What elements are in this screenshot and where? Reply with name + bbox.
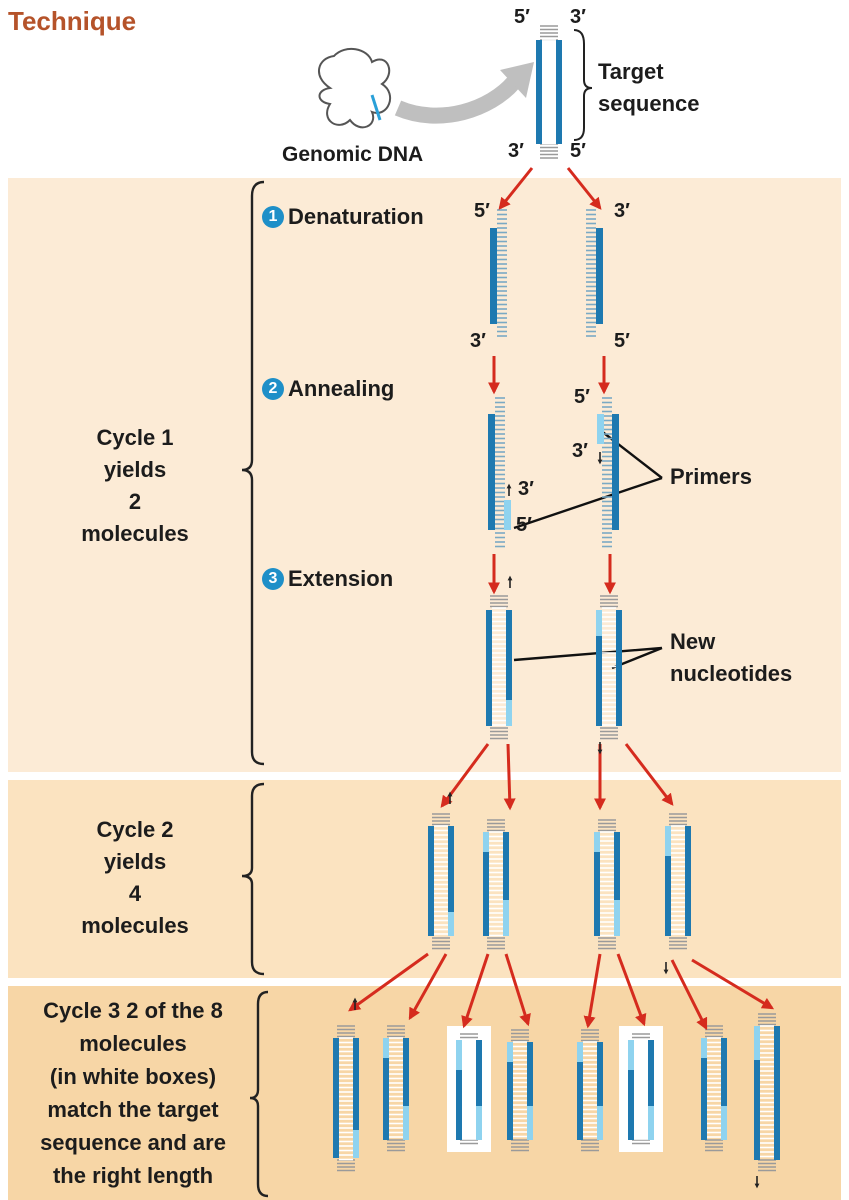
cycle-1-line: molecules bbox=[81, 521, 189, 546]
cycle-3-brace bbox=[249, 990, 269, 1198]
step-1-label: Denaturation bbox=[288, 204, 424, 229]
cycle-3-label: Cycle 3 2 of the 8 molecules (in white b… bbox=[8, 994, 258, 1192]
arrow-denat-left bbox=[498, 167, 534, 210]
cycle-1-brace bbox=[241, 180, 265, 766]
cycle-2-brace bbox=[241, 782, 265, 976]
target-duplex bbox=[536, 25, 562, 159]
cycle-1-line: yields bbox=[103, 457, 167, 482]
denat-left-3prime: 3′ bbox=[470, 330, 486, 352]
left-primer bbox=[504, 500, 511, 530]
cycle-1-line: 2 bbox=[128, 489, 142, 514]
genomic-target-highlight bbox=[370, 94, 382, 121]
anneal-right-primer-3prime: 3′ bbox=[572, 440, 588, 462]
arrow-c3-3 bbox=[461, 953, 490, 1029]
cycle3-duplex-8 bbox=[754, 1013, 780, 1172]
grey-arrow-head bbox=[500, 62, 534, 98]
new-nucleotides-pointer-lines bbox=[513, 646, 663, 670]
cycle-2-label: Cycle 2 yields 4 molecules bbox=[40, 814, 230, 942]
cycle3-duplex-4 bbox=[507, 1029, 533, 1152]
extension-left-duplex bbox=[486, 595, 512, 740]
target-bottom-5prime: 5′ bbox=[570, 140, 586, 162]
denat-right-strand bbox=[586, 209, 603, 337]
anneal-right-strand bbox=[602, 397, 619, 548]
cycle2-duplex-2 bbox=[483, 819, 509, 950]
arrow-c3-1 bbox=[348, 952, 429, 1012]
cycle-3-line: sequence and are bbox=[40, 1130, 226, 1155]
step-denaturation: 1 Denaturation bbox=[262, 204, 424, 230]
cycle3-duplex-5 bbox=[577, 1029, 603, 1152]
new-nucleotides-line1: New bbox=[670, 629, 716, 654]
cycle3-duplex-7 bbox=[701, 1025, 727, 1152]
cycle3-duplex-6 bbox=[628, 1033, 654, 1145]
genomic-dna-squiggle bbox=[318, 47, 392, 129]
anneal-left-primer-3prime: 3′ bbox=[518, 478, 534, 500]
arrow-c3-4 bbox=[504, 953, 531, 1027]
anneal-left-primer-5prime: 5′ bbox=[516, 514, 532, 536]
primers-label: Primers bbox=[670, 464, 752, 489]
denat-left-strand bbox=[490, 209, 507, 337]
cycle-1-line: Cycle 1 bbox=[96, 425, 174, 450]
step-2-label: Annealing bbox=[288, 376, 395, 401]
step-2-badge: 2 bbox=[262, 378, 284, 400]
target-bottom-3prime: 3′ bbox=[508, 140, 524, 162]
cycle-2-line: yields bbox=[103, 849, 167, 874]
target-bracket bbox=[573, 29, 593, 141]
page-title: Technique bbox=[8, 6, 137, 36]
primers-pointer-lines bbox=[513, 429, 663, 530]
cycle-2-line: Cycle 2 bbox=[96, 817, 174, 842]
genomic-dna-label: Genomic DNA bbox=[282, 143, 424, 166]
cycle-3-line: molecules bbox=[79, 1031, 187, 1056]
denat-left-5prime: 5′ bbox=[474, 200, 490, 222]
cycle2-duplex-1 bbox=[428, 813, 454, 950]
cycle-1-band bbox=[8, 178, 841, 772]
anneal-right-5prime: 5′ bbox=[574, 386, 590, 408]
denat-right-3prime: 3′ bbox=[614, 200, 630, 222]
cycle3-duplex-2 bbox=[383, 1025, 409, 1152]
right-primer bbox=[597, 414, 604, 444]
cycle-2-band bbox=[8, 780, 841, 978]
new-nucleotides-label: New nucleotides bbox=[670, 626, 792, 690]
arrow-c2-1 bbox=[440, 743, 490, 808]
arrow-c3-5 bbox=[583, 953, 602, 1029]
target-top-3prime: 3′ bbox=[570, 6, 586, 28]
arrow-c3-6 bbox=[616, 953, 647, 1027]
step-1-badge: 1 bbox=[262, 206, 284, 228]
arrow-c3-8 bbox=[691, 958, 775, 1010]
step-extension: 3 Extension bbox=[262, 566, 393, 592]
target-label-line2: sequence bbox=[598, 91, 700, 116]
anneal-left-strand bbox=[488, 397, 505, 548]
arrow-c3-7 bbox=[670, 959, 708, 1031]
step-annealing: 2 Annealing bbox=[262, 376, 394, 402]
grey-curved-arrow bbox=[394, 76, 521, 124]
arrow-c3-2 bbox=[408, 953, 448, 1021]
denat-right-5prime: 5′ bbox=[614, 330, 630, 352]
step-3-label: Extension bbox=[288, 566, 394, 591]
target-label-line1: Target bbox=[598, 59, 664, 84]
extension-right-duplex bbox=[596, 595, 622, 740]
arrow-c2-4 bbox=[624, 743, 674, 806]
cycle-3-line: Cycle 3 2 of the 8 bbox=[43, 998, 223, 1023]
arrow-denat-right bbox=[566, 167, 602, 210]
cycle3-duplex-1 bbox=[333, 1025, 359, 1172]
arrow-c2-2 bbox=[503, 743, 516, 811]
cycle-3-line: (in white boxes) bbox=[49, 1064, 217, 1089]
target-top-5prime: 5′ bbox=[514, 6, 530, 28]
cycle-2-line: 4 bbox=[128, 881, 142, 906]
cycle-3-line: the right length bbox=[52, 1163, 214, 1188]
cycle-3-line: match the target bbox=[47, 1097, 219, 1122]
cycle2-duplex-4 bbox=[665, 813, 691, 950]
cycle2-duplex-3 bbox=[594, 819, 620, 950]
target-sequence-label: Target sequence bbox=[598, 56, 700, 120]
new-nucleotides-line2: nucleotides bbox=[670, 661, 793, 686]
step-3-badge: 3 bbox=[262, 568, 284, 590]
cycle-2-line: molecules bbox=[81, 913, 189, 938]
cycle3-duplex-3 bbox=[456, 1033, 482, 1145]
cycle-1-label: Cycle 1 yields 2 molecules bbox=[40, 422, 230, 550]
